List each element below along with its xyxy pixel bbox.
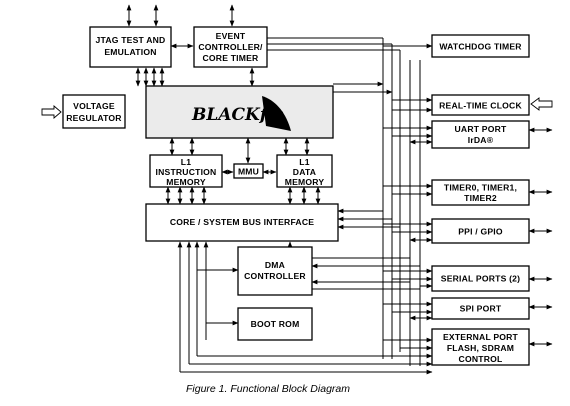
l1-data-memory-block: L1 DATA MEMORY [276,154,333,188]
external-line-3: CONTROL [459,354,503,364]
l1-data-line-1: L1 [299,157,309,167]
jtag-line-2: EMULATION [104,47,156,57]
ppi-gpio-block: PPI / GPIO [431,218,530,244]
dma-line-1: DMA [265,260,285,270]
event-controller-block: EVENT CONTROLLER/ CORE TIMER [193,26,268,68]
l1-data-line-3: MEMORY [285,177,325,187]
boot-rom-label: BOOT ROM [251,319,300,329]
voltage-input-arrow [41,105,62,119]
jtag-block: JTAG TEST AND EMULATION [89,26,172,68]
uart-port-block: UART PORT IrDA® [431,120,530,149]
bus-interface-block: CORE / SYSTEM BUS INTERFACE [145,203,339,242]
rtc-label: REAL-TIME CLOCK [439,101,522,111]
timers-block: TIMER0, TIMER1, TIMER2 [431,179,530,206]
spi-port-block: SPI PORT [431,297,530,320]
mmu-block: MMU [233,163,264,179]
timers-line-2: TIMER2 [464,193,497,203]
voltage-line-1: VOLTAGE [73,101,115,111]
uart-line-1: UART PORT [455,124,507,134]
voltage-regulator-block: VOLTAGE REGULATOR [62,94,126,129]
l1-instr-line-1: L1 [181,157,191,167]
l1-instr-line-3: MEMORY [166,177,206,187]
real-time-clock-block: REAL-TIME CLOCK [431,94,530,116]
serial-ports-block: SERIAL PORTS (2) [431,265,530,292]
blackfin-logo: BLACKfin [191,105,285,125]
external-line-2: FLASH, SDRAM [447,343,514,353]
event-line-2: CONTROLLER/ [198,42,263,52]
serial-label: SERIAL PORTS (2) [441,274,520,284]
dma-line-2: CONTROLLER [244,271,306,281]
rtc-input-arrow [530,97,553,111]
blackfin-fin-icon [262,96,291,131]
blackfin-core-block: BLACKfin [145,85,334,139]
event-line-3: CORE TIMER [203,53,260,63]
watchdog-label: WATCHDOG TIMER [439,42,522,52]
timers-line-1: TIMER0, TIMER1, [444,183,517,193]
voltage-line-2: REGULATOR [66,113,122,123]
ppi-label: PPI / GPIO [458,227,503,237]
event-line-1: EVENT [216,31,246,41]
l1-instruction-memory-block: L1 INSTRUCTION MEMORY [149,154,223,188]
boot-rom-block: BOOT ROM [237,307,313,341]
external-line-1: EXTERNAL PORT [443,332,519,342]
connector-lines [126,4,553,375]
l1-instr-line-2: INSTRUCTION [156,167,217,177]
figure-caption: Figure 1. Functional Block Diagram [186,383,350,395]
bus-interface-label: CORE / SYSTEM BUS INTERFACE [170,217,314,227]
dma-controller-block: DMA CONTROLLER [237,246,313,296]
jtag-line-1: JTAG TEST AND [96,35,166,45]
uart-line-2: IrDA® [468,135,494,145]
l1-data-line-2: DATA [293,167,316,177]
watchdog-timer-block: WATCHDOG TIMER [431,34,530,58]
external-port-block: EXTERNAL PORT FLASH, SDRAM CONTROL [431,328,530,366]
mmu-label: MMU [238,167,259,177]
spi-label: SPI PORT [460,304,502,314]
